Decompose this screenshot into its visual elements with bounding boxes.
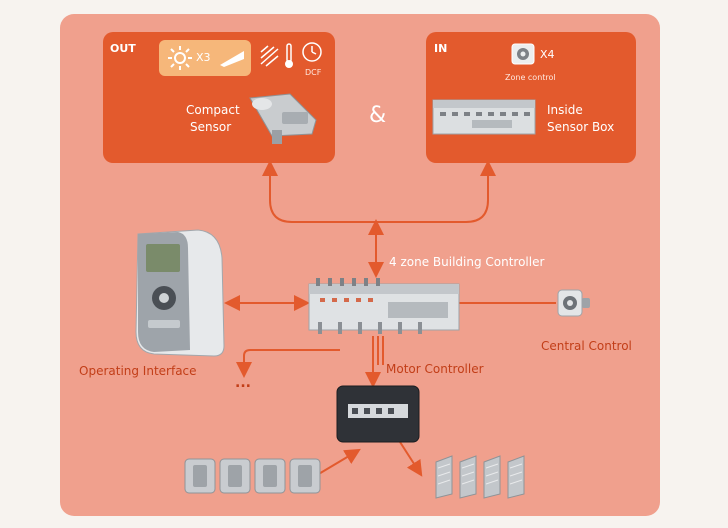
compact-sensor-label-2: Sensor	[190, 120, 232, 134]
clock-icon	[302, 42, 322, 62]
dcf-label: DCF	[305, 68, 322, 77]
building-controller-image	[308, 278, 460, 334]
motor-controller-image	[336, 385, 420, 443]
operating-interface-label: Operating Interface	[79, 364, 197, 378]
arrow-to-ellipsis	[236, 349, 340, 378]
sensor-bus-line	[269, 199, 489, 223]
compact-sensor-image	[249, 93, 317, 144]
sun-multiplier: X3	[196, 51, 211, 64]
thermometer-icon	[285, 43, 293, 68]
sun-icon	[168, 46, 192, 70]
ampersand: &	[369, 103, 387, 128]
inside-sensor-box-image	[432, 99, 536, 135]
wall-switches-image	[184, 458, 321, 494]
operating-interface-image	[135, 229, 225, 357]
motor-controller-label: Motor Controller	[386, 362, 484, 376]
wind-icon	[220, 51, 244, 67]
rain-icon	[260, 45, 279, 67]
ellipsis-label: ...	[235, 375, 251, 391]
zone-control-caption: Zone control	[505, 73, 556, 82]
central-control-image	[557, 289, 590, 317]
compact-sensor-label-1: Compact	[186, 103, 240, 117]
inside-sensor-label-2: Sensor Box	[547, 120, 615, 134]
central-control-label: Central Control	[541, 339, 632, 353]
in-heading: IN	[434, 42, 448, 55]
out-heading: OUT	[110, 42, 136, 55]
arrow-motor-to-blinds	[399, 441, 423, 477]
building-controller-label: 4 zone Building Controller	[389, 255, 545, 269]
inside-sensor-label-1: Inside	[547, 103, 583, 117]
zone-control-icon	[511, 43, 535, 65]
zone-multiplier: X4	[540, 48, 555, 61]
blinds-image	[435, 455, 525, 499]
